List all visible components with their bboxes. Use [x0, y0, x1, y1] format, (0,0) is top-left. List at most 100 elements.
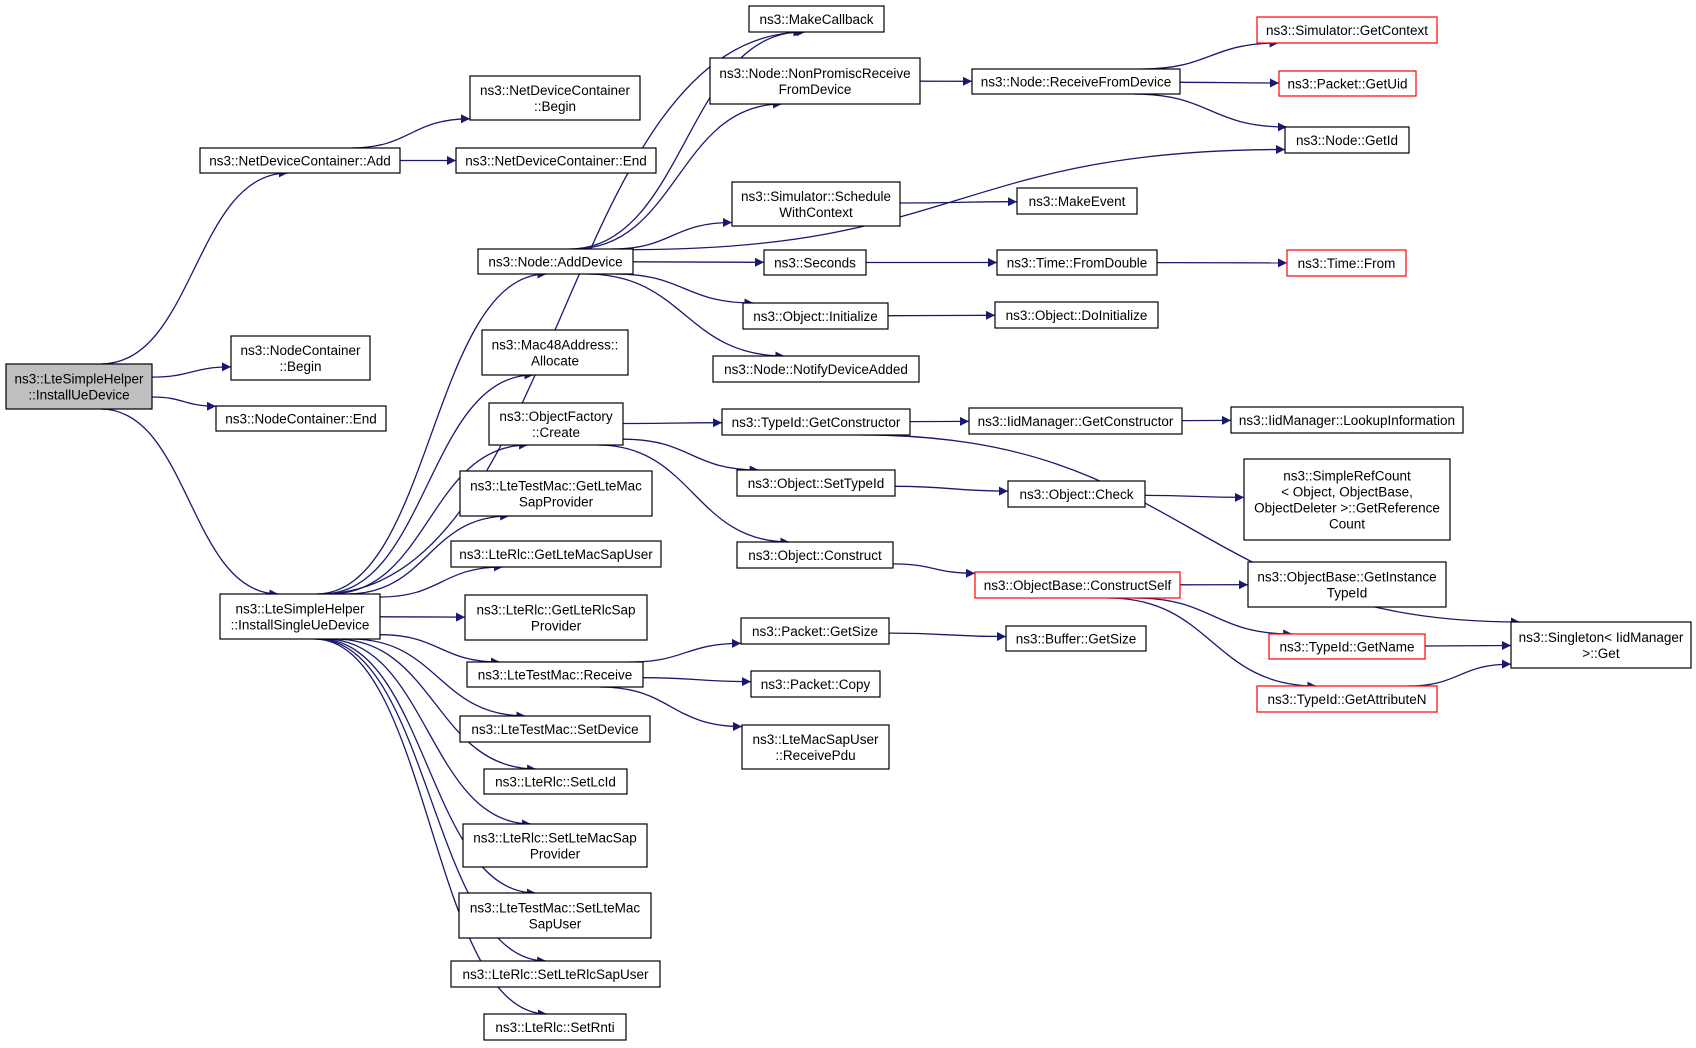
node-box [750, 670, 881, 698]
call-edge-ltetestmac_receive-to-packet_getsize [629, 638, 742, 663]
call-edge-node_adddevice-to-seconds [632, 257, 765, 267]
node-lterlc-getmacsapuser[interactable]: ns3::LteRlc::GetLteMacSapUser [450, 540, 662, 568]
node-typeid-getattr[interactable]: ns3::TypeId::GetAttributeN [1256, 685, 1438, 713]
node-label-line: ns3::LteRlc::SetRnti [495, 1020, 614, 1035]
call-edge-node_adddevice-to-make_callback [568, 27, 803, 250]
node-root[interactable]: ns3::LteSimpleHelper::InstallUeDevice [5, 363, 153, 410]
node-simplerefcount[interactable]: ns3::SimpleRefCount< Object, ObjectBase,… [1243, 458, 1451, 541]
call-edge-receive_from_device-to-node_getid [1133, 93, 1287, 132]
node-notify-added[interactable]: ns3::Node::NotifyDeviceAdded [712, 355, 920, 383]
node-obj-construct[interactable]: ns3::Object::Construct [736, 541, 894, 569]
node-sim-getcontext[interactable]: ns3::Simulator::GetContext [1256, 16, 1438, 44]
node-obj-initialize[interactable]: ns3::Object::Initialize [742, 302, 889, 330]
node-box [741, 724, 890, 770]
node-box [1005, 625, 1147, 652]
node-box [488, 402, 624, 446]
node-typeid-getctor[interactable]: ns3::TypeId::GetConstructor [721, 408, 911, 436]
call-edge-obj_construct-to-objbase_constructself [892, 563, 976, 578]
node-box [994, 301, 1159, 329]
node-ltetestmac-setdevice[interactable]: ns3::LteTestMac::SetDevice [459, 715, 651, 743]
node-singleton-get[interactable]: ns3::Singleton< IidManager>::Get [1510, 621, 1692, 669]
node-obj-doinitialize[interactable]: ns3::Object::DoInitialize [994, 301, 1159, 329]
node-box [736, 541, 894, 569]
node-label-line: ns3::Node::GetId [1296, 133, 1398, 148]
call-edge-node_adddevice-to-nonpromisc [573, 99, 782, 250]
node-obj-settypeid[interactable]: ns3::Object::SetTypeId [736, 469, 896, 497]
node-label-line: ns3::ObjectFactory [499, 409, 613, 424]
node-box [1268, 633, 1426, 660]
node-iidmgr-getctor[interactable]: ns3::IidManager::GetConstructor [968, 407, 1183, 435]
node-ndc-end[interactable]: ns3::NetDeviceContainer::End [455, 147, 657, 174]
node-box [450, 960, 661, 988]
node-iidmgr-lookup[interactable]: ns3::IidManager::LookupInformation [1230, 406, 1464, 434]
node-box [464, 594, 648, 641]
node-receive-from-device[interactable]: ns3::Node::ReceiveFromDevice [971, 68, 1181, 95]
node-lterlc-setlcid[interactable]: ns3::LteRlc::SetLcId [483, 768, 628, 795]
node-label-line: ns3::Simulator::GetContext [1266, 23, 1428, 38]
edges-layer [100, 27, 1521, 1019]
node-box [748, 5, 885, 33]
node-box [1247, 561, 1447, 608]
call-edge-install_single-to-node_adddevice [316, 269, 547, 595]
node-box [5, 363, 153, 410]
node-label-line: ns3::NetDeviceContainer [480, 83, 631, 98]
node-objbase-constructself[interactable]: ns3::ObjectBase::ConstructSelf [974, 571, 1181, 599]
call-edge-root-to-nc_begin [151, 362, 232, 378]
node-box [199, 147, 401, 174]
node-label-line: ns3::LteTestMac::Receive [478, 668, 633, 683]
node-box [483, 1013, 627, 1041]
node-make-callback[interactable]: ns3::MakeCallback [748, 5, 885, 33]
call-edge-ltetestmac_receive-to-macsapuser_receivepdu [599, 686, 743, 731]
node-label-line: ::InstallSingleUeDevice [231, 618, 370, 633]
node-label-line: ns3::Singleton< IidManager [1519, 630, 1684, 645]
node-ndc-begin[interactable]: ns3::NetDeviceContainer::Begin [469, 75, 641, 121]
call-edge-obj_check-to-simplerefcount [1144, 492, 1245, 502]
node-ndc-add[interactable]: ns3::NetDeviceContainer::Add [199, 147, 401, 174]
call-edge-objfactory_create-to-typeid_getctor [622, 418, 723, 428]
node-seconds[interactable]: ns3::Seconds [763, 249, 867, 276]
node-buffer-getsize[interactable]: ns3::Buffer::GetSize [1005, 625, 1147, 652]
node-nc-begin[interactable]: ns3::NodeContainer::Begin [230, 335, 371, 381]
node-lterlc-setrlcsapuser[interactable]: ns3::LteRlc::SetLteRlcSapUser [450, 960, 661, 988]
node-box [742, 302, 889, 330]
node-label-line: ns3::LteRlc::SetLcId [495, 775, 616, 790]
call-edge-root-to-ndc_add [100, 168, 288, 365]
node-lterlc-setrnti[interactable]: ns3::LteRlc::SetRnti [483, 1013, 627, 1041]
node-label-line: ns3::LteRlc::SetLteMacSap [473, 831, 637, 846]
node-box [731, 181, 901, 227]
node-box [1256, 16, 1438, 44]
node-install-single[interactable]: ns3::LteSimpleHelper::InstallSingleUeDev… [219, 593, 381, 640]
node-label-line: ns3::LteTestMac::GetLteMac [470, 479, 642, 494]
node-make-event[interactable]: ns3::MakeEvent [1016, 187, 1138, 215]
call-edge-packet_getsize-to-buffer_getsize [888, 631, 1007, 641]
node-ltetestmac-receive[interactable]: ns3::LteTestMac::Receive [466, 661, 644, 688]
node-packet-copy[interactable]: ns3::Packet::Copy [750, 670, 881, 698]
call-edge-node_adddevice-to-node_getid [632, 145, 1286, 251]
node-node-adddevice[interactable]: ns3::Node::AddDevice [477, 248, 634, 275]
node-box [736, 469, 896, 497]
node-box [458, 892, 652, 939]
node-nc-end[interactable]: ns3::NodeContainer::End [215, 405, 387, 432]
node-box [1243, 458, 1451, 541]
node-packet-getsize[interactable]: ns3::Packet::GetSize [740, 617, 890, 645]
node-node-getid[interactable]: ns3::Node::GetId [1284, 126, 1410, 154]
node-time-fromdouble[interactable]: ns3::Time::FromDouble [996, 249, 1158, 276]
node-packet-getuid[interactable]: ns3::Packet::GetUid [1278, 70, 1417, 97]
node-label-line: ::Create [532, 425, 580, 440]
node-box [462, 823, 648, 868]
node-obj-check[interactable]: ns3::Object::Check [1007, 480, 1146, 508]
node-time-from[interactable]: ns3::Time::From [1286, 249, 1407, 277]
nodes-layer: ns3::LteSimpleHelper::InstallUeDevicens3… [5, 5, 1692, 1041]
node-typeid-getname[interactable]: ns3::TypeId::GetName [1268, 633, 1426, 660]
node-objfactory-create[interactable]: ns3::ObjectFactory::Create [488, 402, 624, 446]
node-label-line: ns3::LteMacSapUser [752, 732, 879, 747]
node-mac48-alloc[interactable]: ns3::Mac48Address::Allocate [481, 329, 629, 376]
node-macsapuser-receivepdu[interactable]: ns3::LteMacSapUser::ReceivePdu [741, 724, 890, 770]
